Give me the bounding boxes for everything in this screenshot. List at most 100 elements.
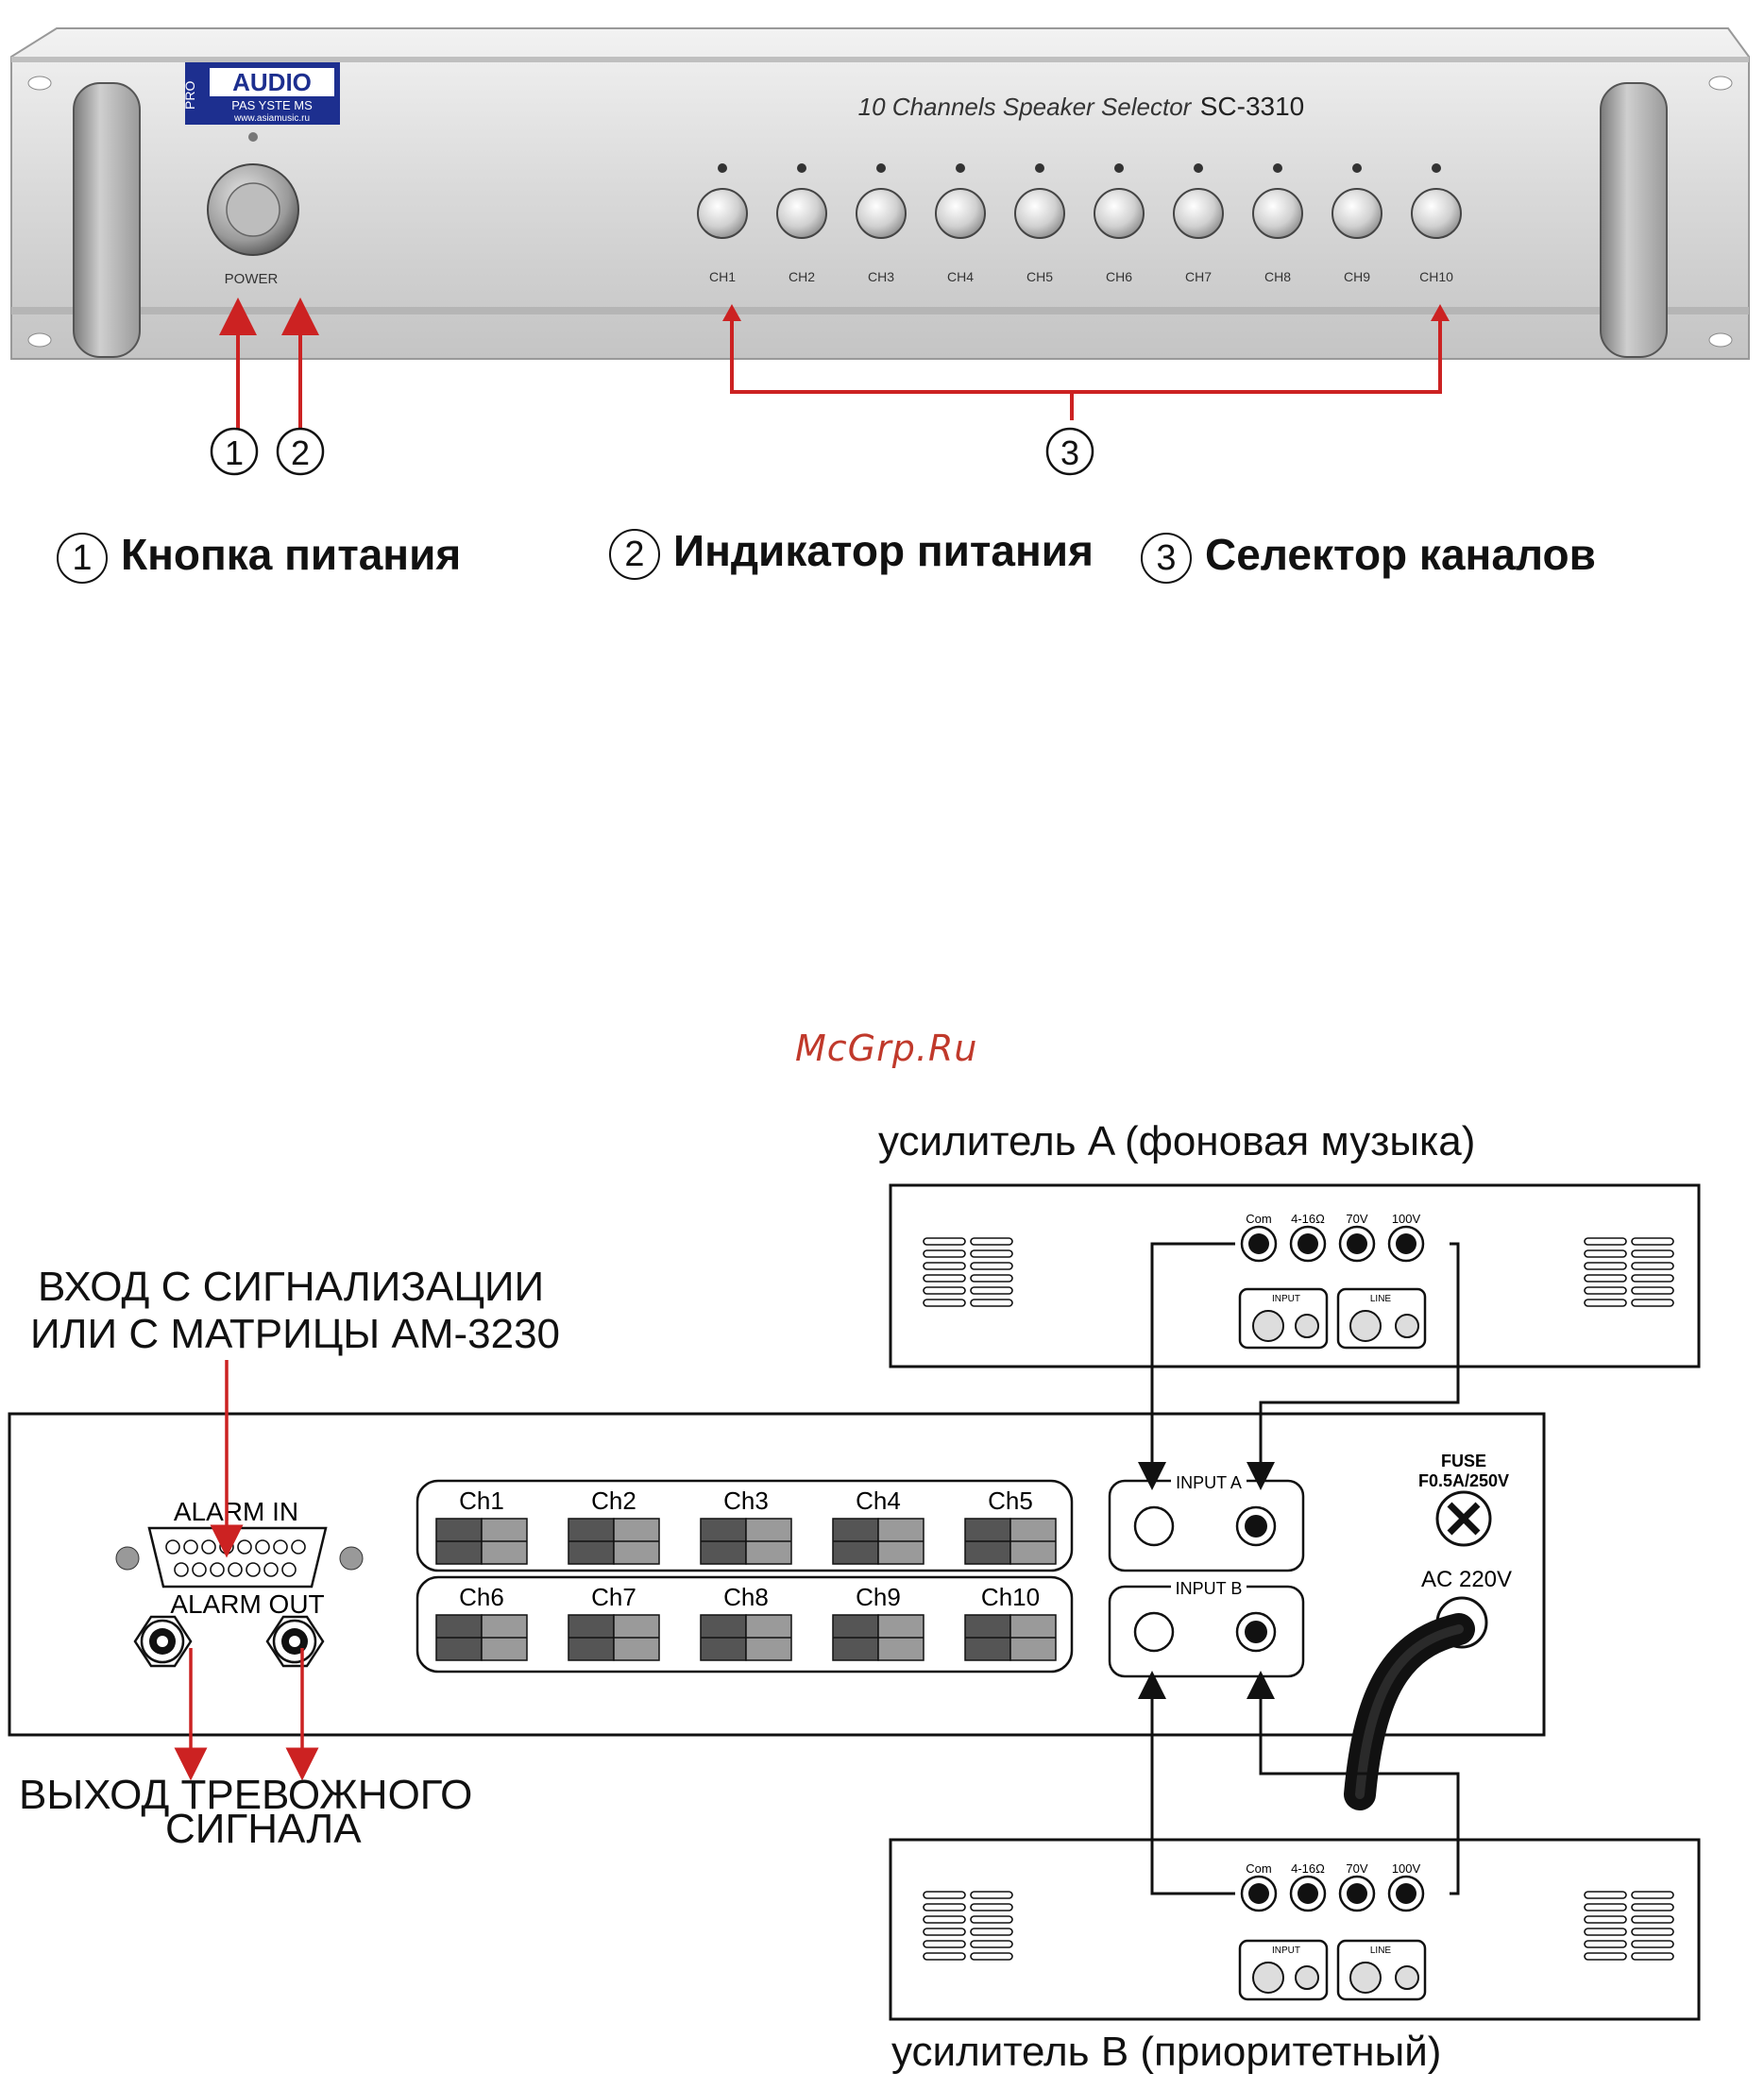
channel-label: CH8 [1264,269,1291,284]
vent-slot [1631,1928,1674,1936]
alarm-out-label: ALARM OUT [170,1589,324,1619]
vent-slot [1584,1940,1627,1948]
terminal-label: 4-16Ω [1291,1212,1325,1226]
amp-b-line-jack [1395,1965,1419,1990]
vent-slot [1584,1274,1627,1283]
alarm-source-label-2: ИЛИ С МАТРИЦЫ AM-3230 [30,1311,561,1357]
channel-led [797,163,806,173]
channel-button[interactable] [776,188,827,239]
logo-audio: AUDIO [232,68,312,96]
terminal-label: 70V [1346,1212,1367,1226]
channel-led [1194,163,1203,173]
vent-slot [923,1903,966,1912]
rear-channel-label: Ch10 [981,1583,1040,1611]
vent-slot [970,1299,1013,1307]
power-button-cap [226,182,280,237]
channel-label: CH6 [1106,269,1132,284]
amp-b-xlr [1252,1962,1284,1994]
alarm-output-label-2: СИГНАЛА [165,1806,362,1852]
channel-button[interactable] [1252,188,1303,239]
channel-led [1114,163,1124,173]
vent-slot [1631,1299,1674,1307]
vent-slot [923,1952,966,1961]
speaker-terminal-core [1347,1233,1367,1254]
alarm-out-jack-2[interactable] [265,1615,325,1668]
input-b-xlr[interactable] [1133,1611,1175,1653]
alarm-in-label: ALARM IN [174,1497,298,1526]
rear-channel-label: Ch6 [459,1583,504,1611]
amp-a-xlr [1252,1310,1284,1342]
channel-label: CH1 [709,269,736,284]
amp-b-input-label: INPUT [1272,1946,1300,1956]
callout-number-2 [276,427,325,476]
input-a-xlr[interactable] [1133,1505,1175,1547]
logo-url: www.asiamusic.ru [233,113,310,124]
callout-bracket-3 [730,316,1442,394]
rear-channel-label: Ch8 [723,1583,769,1611]
terminal-label: 100V [1392,1212,1421,1226]
channel-led [956,163,965,173]
rear-channel-label: Ch2 [591,1487,636,1515]
channel-button[interactable] [1331,188,1382,239]
model-number: SC-3310 [1200,92,1305,121]
vent-slot [923,1891,966,1899]
channel-led [1273,163,1282,173]
channel-label: CH2 [789,269,815,284]
alarm-out-jack-1[interactable] [133,1615,193,1668]
rear-channel-label: Ch9 [856,1583,901,1611]
channel-button[interactable] [1014,188,1065,239]
vent-grille-right [1584,1237,1674,1307]
vent-slot [970,1262,1013,1270]
input-a-jack-core [1245,1515,1267,1538]
vent-slot [1584,1891,1627,1899]
amp-a-title: усилитель A (фоновая музыка) [878,1118,1476,1164]
power-cord-highlight [1355,1624,1464,1799]
vent-slot [923,1928,966,1936]
vent-slot [970,1249,1013,1258]
amp-b-line-xlr [1349,1962,1382,1994]
amp-a-terminals: Com 4-16Ω 70V 100V [1240,1212,1425,1263]
watermark: McGrp.Ru [795,1028,978,1069]
channel-label: CH7 [1185,269,1212,284]
callout-number-1 [210,427,259,476]
terminal-label: Com [1246,1212,1271,1226]
db15-pin [291,1539,306,1555]
vent-slot [923,1940,966,1948]
vent-slot [1631,1237,1674,1246]
vent-slot [970,1274,1013,1283]
alarm-in-connector[interactable] [147,1526,328,1589]
vent-slot [970,1903,1013,1912]
ac-label: AC 220V [1421,1567,1512,1592]
vent-slot [923,1237,966,1246]
fuse-title: FUSE [1441,1452,1486,1470]
vent-grille-left [923,1891,1013,1961]
db15-pin [246,1562,261,1577]
db15-pin [255,1539,270,1555]
vent-slot [923,1249,966,1258]
channel-button[interactable] [697,188,748,239]
vent-slot [1631,1940,1674,1948]
channel-led [1432,163,1441,173]
input-a-label: INPUT A [1176,1473,1242,1492]
front-callouts: 1 2 3 [210,297,1450,476]
rack-hole [1708,76,1733,91]
vent-slot [1631,1286,1674,1295]
speaker-terminal-core [1298,1883,1318,1904]
channel-button[interactable] [1094,188,1145,239]
vent-slot [1631,1262,1674,1270]
vent-slot [1584,1928,1627,1936]
channel-button[interactable] [1173,188,1224,239]
arrowhead [1431,304,1450,321]
channel-button[interactable] [935,188,986,239]
vent-slot [923,1286,966,1295]
vent-slot [1584,1903,1627,1912]
channel-button[interactable] [856,188,907,239]
wiring-amp-b [1138,1671,1460,1895]
wiring-amp-a [1138,1242,1460,1490]
vent-slot [923,1274,966,1283]
speaker-terminal-core [1396,1233,1416,1254]
rack-hole [27,332,52,348]
channel-button[interactable] [1411,188,1462,239]
